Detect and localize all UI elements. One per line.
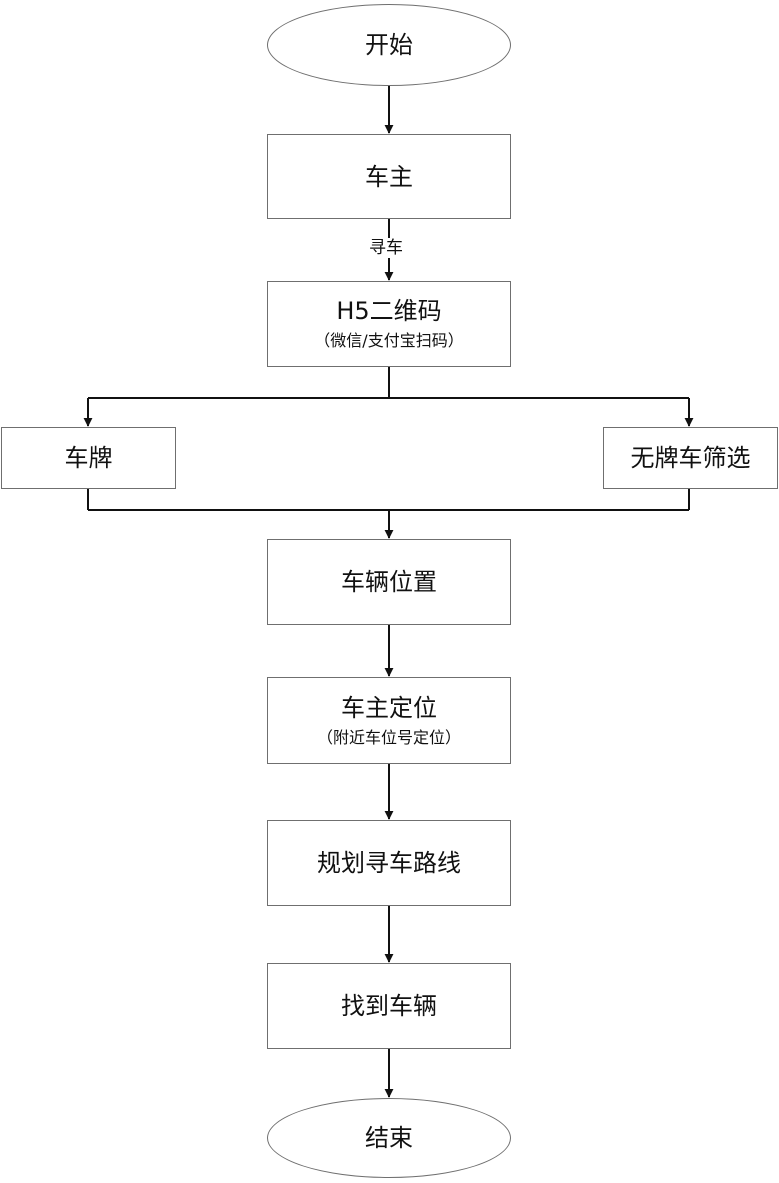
qr-code-node: H5二维码 （微信/支付宝扫码） <box>267 281 511 367</box>
no-plate-label: 无牌车筛选 <box>630 444 751 472</box>
end-node: 结束 <box>267 1098 511 1178</box>
owner-location-label: 车主定位 <box>341 693 437 722</box>
no-plate-node: 无牌车筛选 <box>603 427 778 489</box>
edge-label-find-car: 寻车 <box>367 238 405 258</box>
route-label: 规划寻车路线 <box>317 849 461 877</box>
qr-code-label: H5二维码 <box>336 297 442 325</box>
qr-code-sublabel: （微信/支付宝扫码） <box>314 331 464 350</box>
route-node: 规划寻车路线 <box>267 820 511 906</box>
vehicle-position-label: 车辆位置 <box>341 568 437 596</box>
owner-location-sublabel: （附近车位号定位） <box>316 727 461 747</box>
start-label: 开始 <box>365 31 413 59</box>
end-label: 结束 <box>365 1124 413 1152</box>
vehicle-position-node: 车辆位置 <box>267 539 511 625</box>
plate-node: 车牌 <box>1 427 176 489</box>
owner-location-node: 车主定位 （附近车位号定位） <box>267 677 511 764</box>
found-node: 找到车辆 <box>267 963 511 1049</box>
owner-node: 车主 <box>267 134 511 219</box>
start-node: 开始 <box>267 4 511 86</box>
plate-label: 车牌 <box>64 444 113 472</box>
found-label: 找到车辆 <box>341 992 437 1020</box>
owner-label: 车主 <box>365 162 413 191</box>
